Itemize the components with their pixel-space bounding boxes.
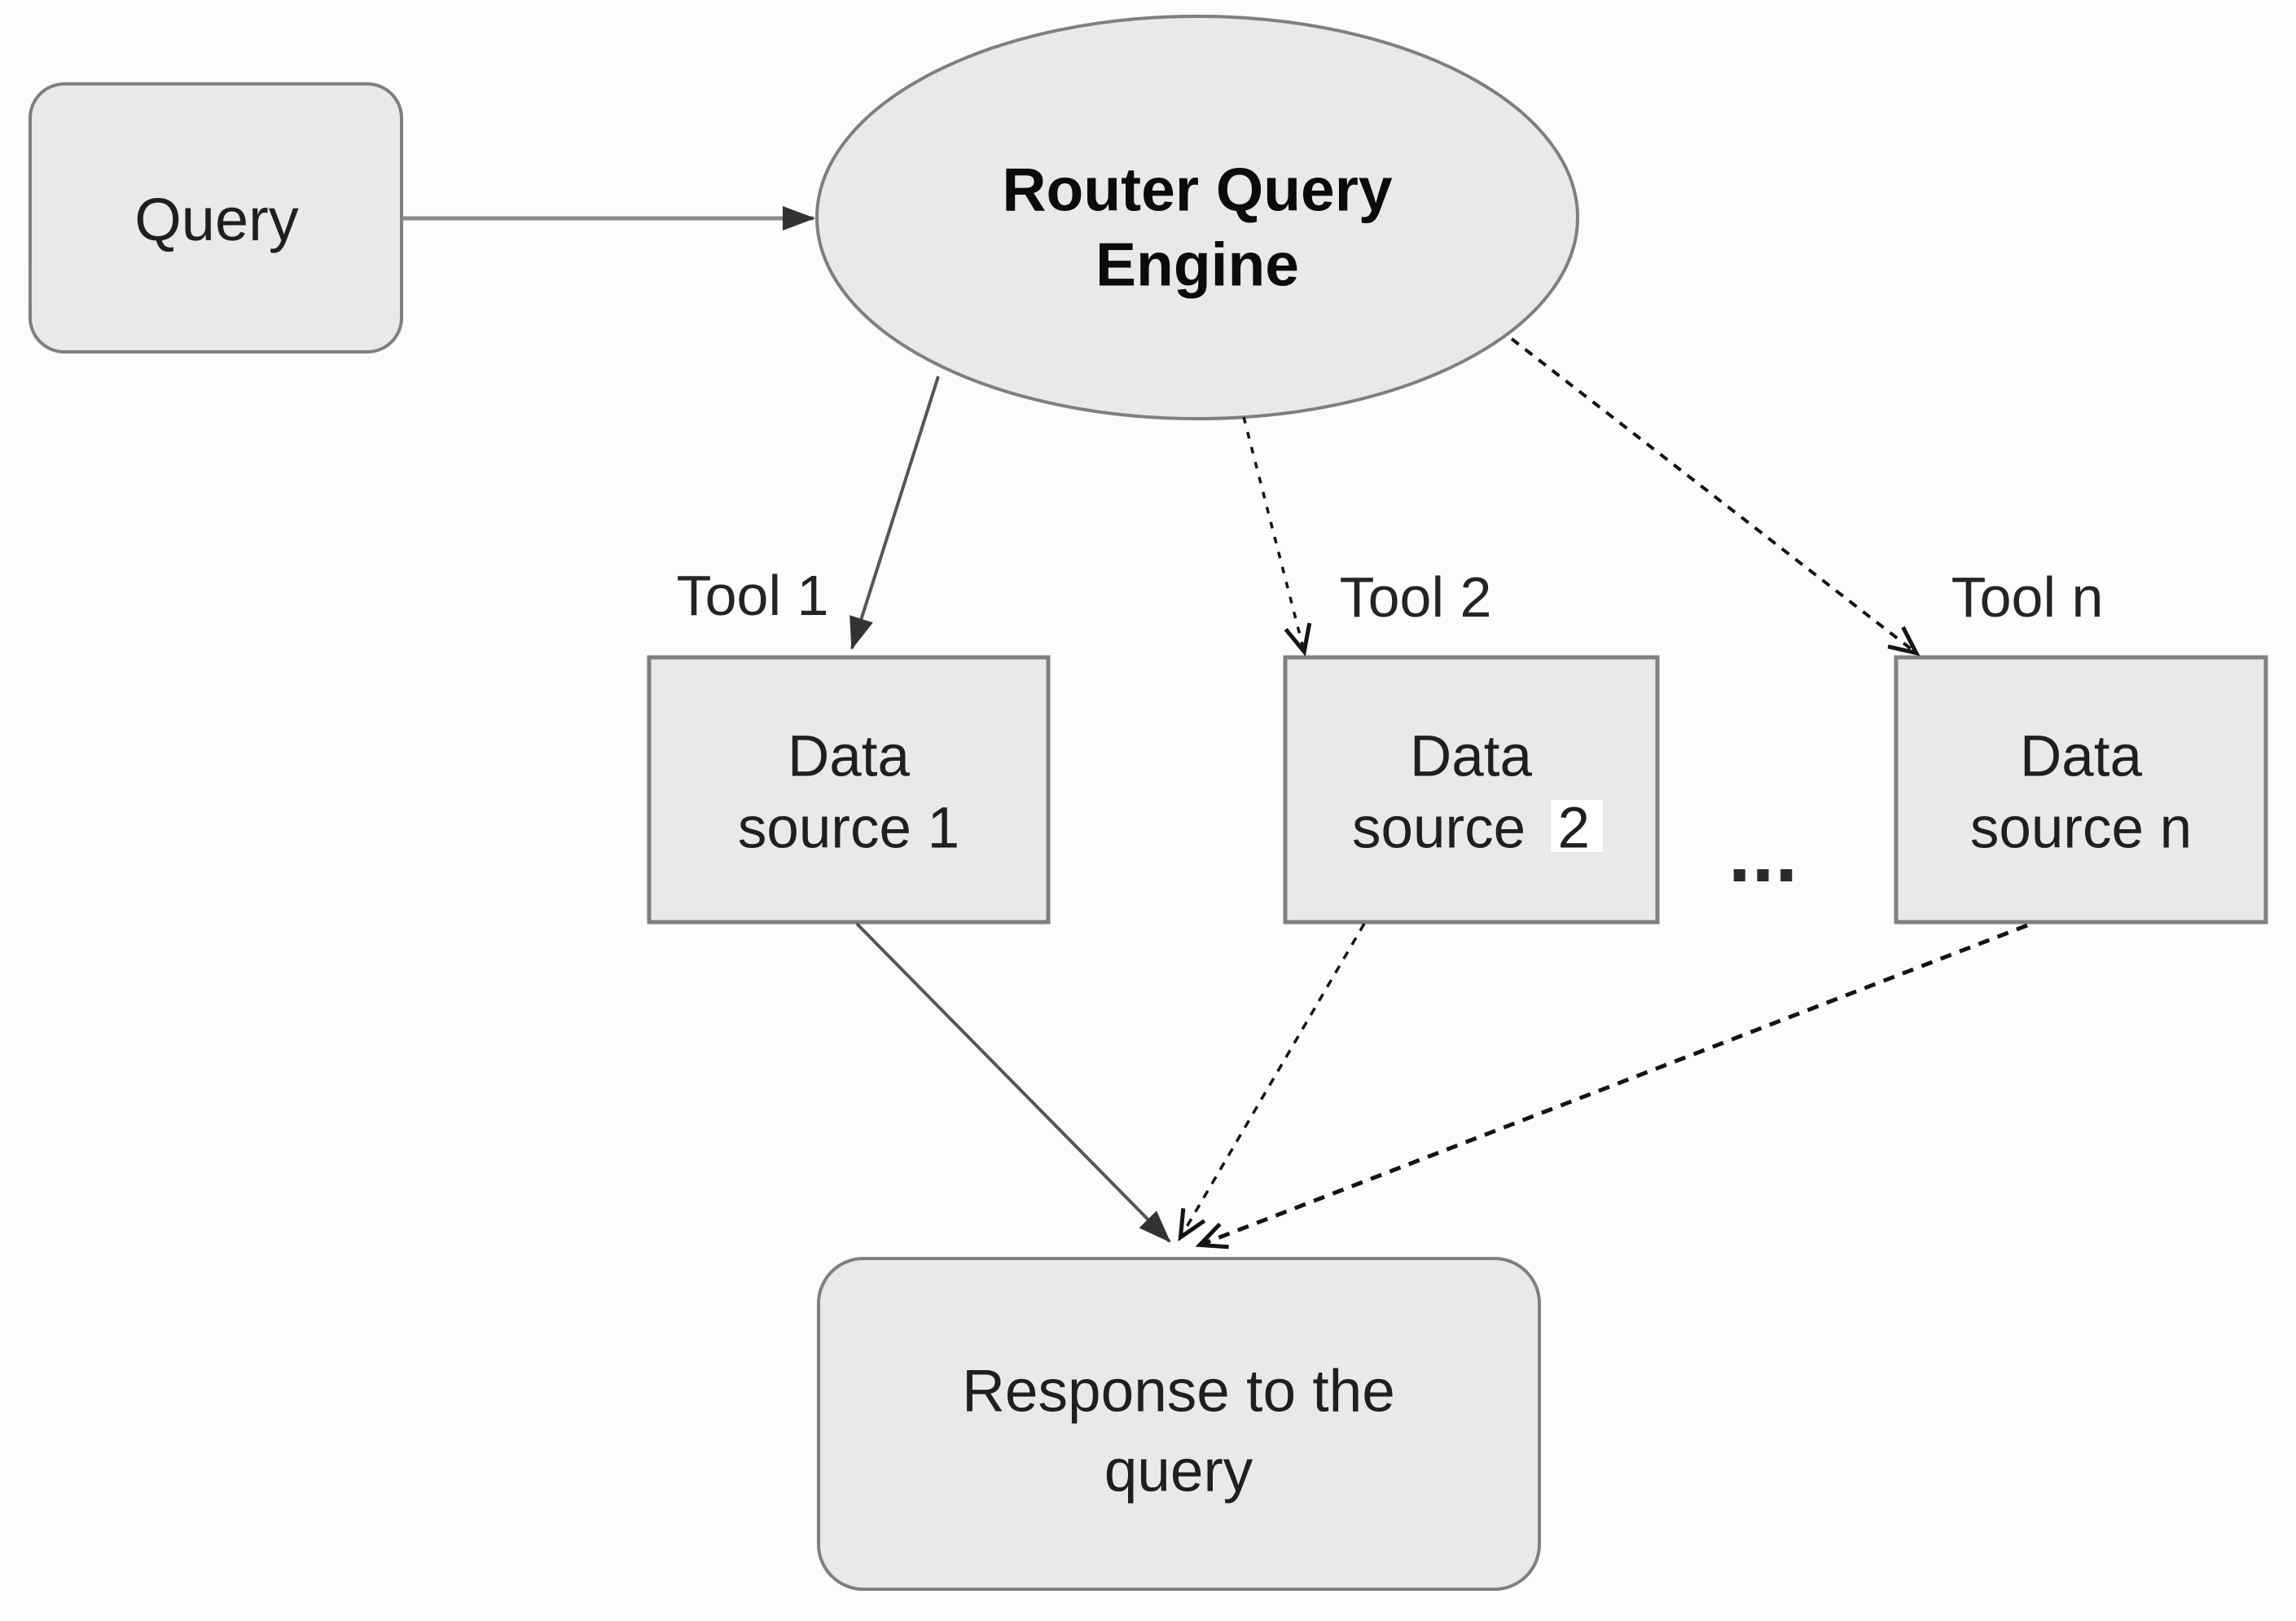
data-source-box-1	[647, 655, 1051, 925]
edge-router-to-source-1	[849, 376, 940, 650]
data-source-1-label-line2: source 1	[737, 796, 960, 861]
edge-source-1-to-response	[855, 922, 1171, 1243]
tool-label-n: Tool n	[1951, 565, 2104, 629]
response-node-label-line2: query	[1104, 1438, 1253, 1505]
data-source-2-label-line2: source 2	[1351, 796, 1591, 861]
data-source-n-label-line1: Data	[2020, 724, 2142, 789]
edge-source-n-to-response	[1195, 923, 2028, 1250]
query-node-label: Query	[134, 186, 299, 253]
tool-label-2: Tool 2	[1339, 565, 1492, 629]
edge-source-2-to-response	[1178, 923, 1366, 1241]
router-engine-ellipse	[815, 15, 1579, 420]
highlight-patch	[1551, 800, 1603, 852]
router-engine-label-line1: Router Query	[1002, 155, 1393, 224]
edge-router-to-source-2	[1242, 416, 1312, 657]
response-node-shape	[817, 1257, 1541, 1591]
edge-router-to-source-n	[1510, 337, 1921, 657]
data-source-box-2	[1283, 655, 1660, 925]
tool-label-1: Tool 1	[676, 564, 829, 627]
data-source-n-label-line2: source n	[1969, 796, 2193, 861]
data-source-box-n	[1894, 655, 2268, 925]
ellipsis-dots: ...	[1727, 808, 1799, 899]
response-node-label-line1: Response to the	[962, 1358, 1395, 1425]
router-engine-label-line2: Engine	[1095, 230, 1300, 299]
data-source-1-label-line1: Data	[788, 724, 910, 789]
data-source-2-label-line1: Data	[1410, 724, 1532, 789]
